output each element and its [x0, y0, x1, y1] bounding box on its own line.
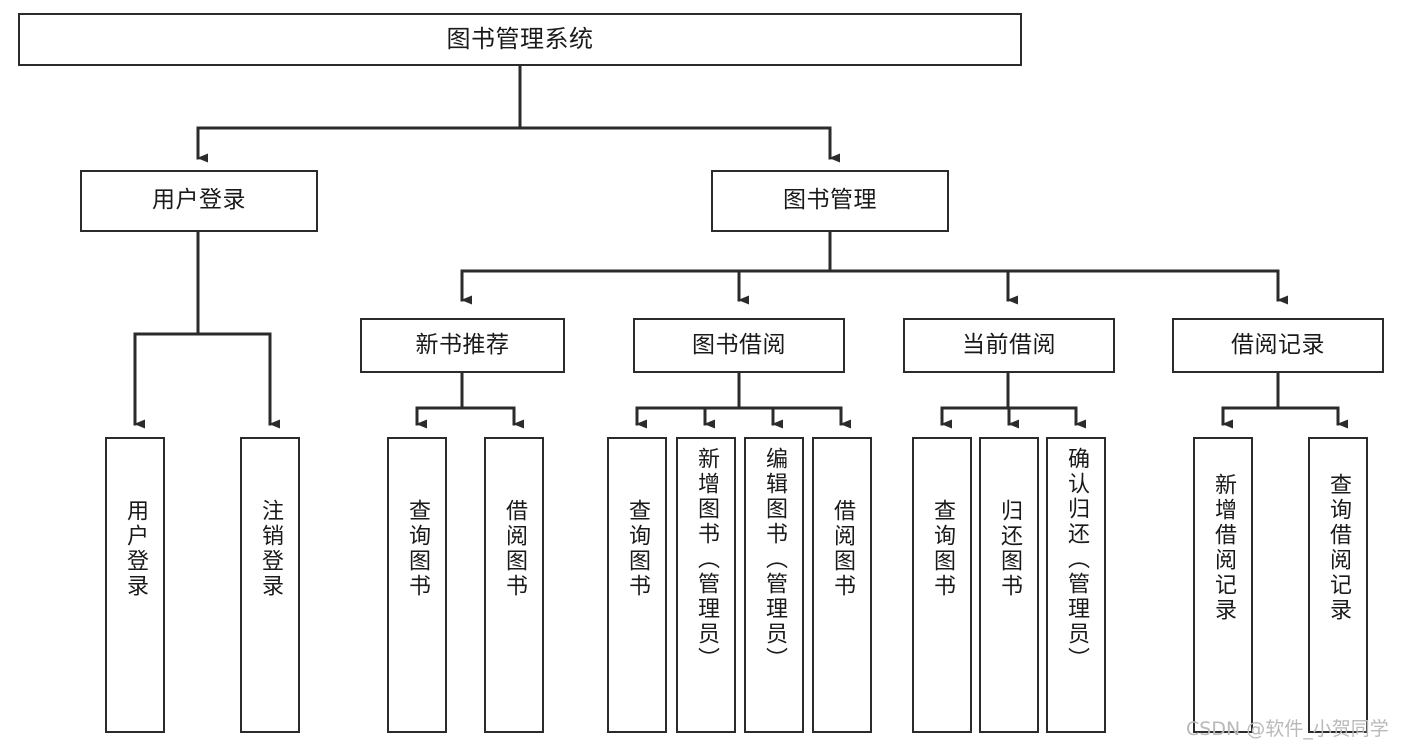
leaf-borrow-record-query[interactable]: 查询借阅记录	[1308, 437, 1368, 733]
leaf-user-login-logout[interactable]: 注销登录	[240, 437, 300, 733]
node-label: 图书借阅	[692, 331, 786, 358]
node-label: 查询图书	[930, 499, 955, 599]
leaf-current-borrow-confirm-return[interactable]: 确认归还（管理员）	[1046, 437, 1106, 733]
node-label: 新增借阅记录	[1211, 473, 1236, 623]
node-label: 用户登录	[123, 499, 148, 599]
node-label: 借阅图书	[830, 499, 855, 599]
node-label: 借阅图书	[502, 499, 527, 599]
leaf-borrow-record-add[interactable]: 新增借阅记录	[1193, 437, 1253, 733]
leaf-new-book-query[interactable]: 查询图书	[387, 437, 447, 733]
node-label: 图书管理系统	[446, 25, 594, 54]
node-book-borrow[interactable]: 图书借阅	[633, 318, 845, 373]
node-label: 确认归还（管理员）	[1064, 447, 1089, 672]
leaf-current-borrow-query[interactable]: 查询图书	[912, 437, 972, 733]
leaf-book-borrow-edit[interactable]: 编辑图书（管理员）	[744, 437, 804, 733]
node-label: 借阅记录	[1231, 331, 1325, 358]
node-current-borrow[interactable]: 当前借阅	[903, 318, 1115, 373]
leaf-new-book-borrow[interactable]: 借阅图书	[484, 437, 544, 733]
node-user-login[interactable]: 用户登录	[80, 170, 318, 232]
node-label: 查询借阅记录	[1326, 473, 1351, 623]
node-new-book-recommend[interactable]: 新书推荐	[360, 318, 565, 373]
leaf-current-borrow-return[interactable]: 归还图书	[979, 437, 1039, 733]
node-label: 查询图书	[405, 499, 430, 599]
node-borrow-record[interactable]: 借阅记录	[1172, 318, 1384, 373]
leaf-book-borrow-add[interactable]: 新增图书（管理员）	[676, 437, 736, 733]
node-label: 归还图书	[997, 499, 1022, 599]
node-book-management[interactable]: 图书管理	[711, 170, 949, 232]
leaf-book-borrow-query[interactable]: 查询图书	[607, 437, 667, 733]
node-label: 查询图书	[625, 499, 650, 599]
leaf-user-login-login[interactable]: 用户登录	[105, 437, 165, 733]
node-label: 当前借阅	[962, 331, 1056, 358]
node-root-system[interactable]: 图书管理系统	[18, 13, 1022, 66]
leaf-book-borrow-lend[interactable]: 借阅图书	[812, 437, 872, 733]
node-label: 新书推荐	[415, 331, 510, 358]
csdn-watermark: CSDN @软件_小贺同学	[1186, 718, 1389, 740]
node-label: 编辑图书（管理员）	[762, 447, 787, 672]
node-label: 注销登录	[258, 499, 283, 599]
node-label: 图书管理	[783, 187, 877, 214]
node-label: 用户登录	[152, 187, 246, 214]
node-label: 新增图书（管理员）	[694, 447, 719, 672]
